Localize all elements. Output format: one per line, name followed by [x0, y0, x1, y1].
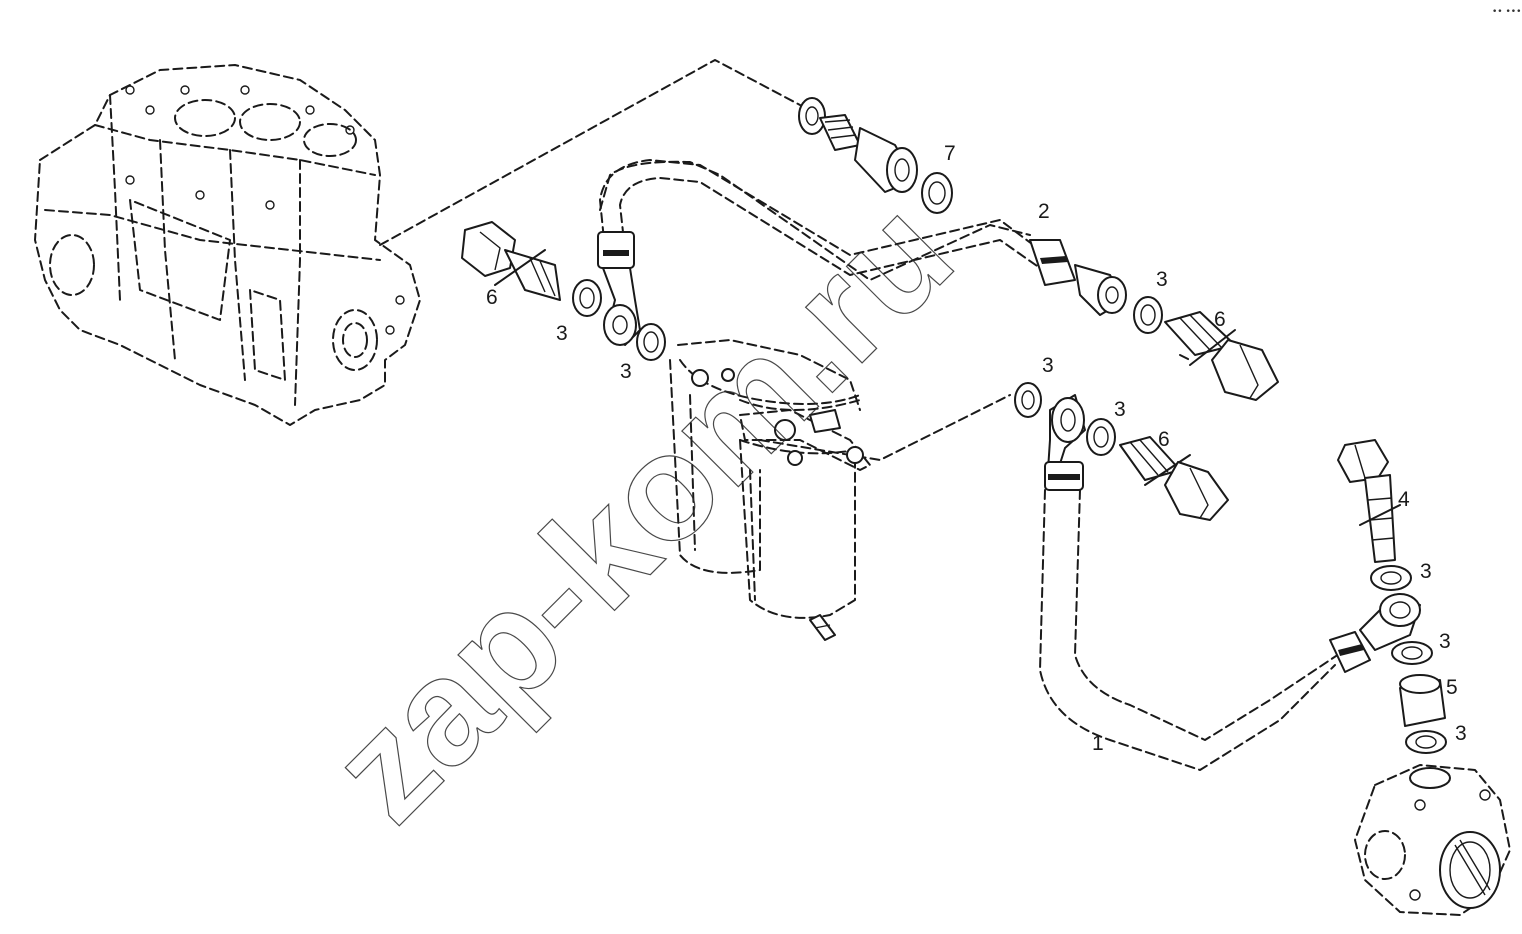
callout-adapter-7: 7: [944, 142, 956, 165]
callout-bolt-6c: 6: [1158, 428, 1170, 451]
adapter-7: [798, 97, 953, 214]
banjo-bolt-4: [1337, 439, 1412, 591]
corner-mark: •• •••: [1492, 7, 1521, 17]
hose-2: [597, 159, 1127, 346]
callout-washer-h: 3: [1455, 722, 1467, 745]
callout-labels: 1 2 3 3 3 3 3 3 3 3 4 5 6 6 6 7: [486, 142, 1467, 755]
callout-washer-d: 3: [1042, 354, 1054, 377]
watermark: zap-kom.ru: [299, 168, 984, 853]
callout-washer-e: 3: [1114, 398, 1126, 421]
callout-hose-2: 2: [1038, 200, 1050, 223]
pump-housing: [1354, 764, 1511, 916]
callout-washer-g: 3: [1439, 630, 1451, 653]
callout-washer-a: 3: [556, 322, 568, 345]
banjo-bolt-6a: [461, 221, 666, 361]
sleeve-5: [1391, 641, 1447, 754]
callout-washer-b: 3: [620, 360, 632, 383]
callout-sleeve-5: 5: [1446, 676, 1458, 699]
engine-block: [34, 64, 421, 426]
hose-1: [1039, 461, 1421, 771]
banjo-bolt-6c: [1014, 382, 1229, 521]
callout-bolt-6a: 6: [486, 286, 498, 309]
callout-hose-1: 1: [1092, 732, 1104, 755]
callout-bolt-6b: 6: [1214, 308, 1226, 331]
fuel-filter-assembly: [669, 339, 871, 641]
banjo-bolt-6b: [1133, 296, 1279, 401]
callout-washer-f: 3: [1420, 560, 1432, 583]
callout-bolt-4: 4: [1398, 488, 1410, 511]
callout-washer-c: 3: [1156, 268, 1168, 291]
